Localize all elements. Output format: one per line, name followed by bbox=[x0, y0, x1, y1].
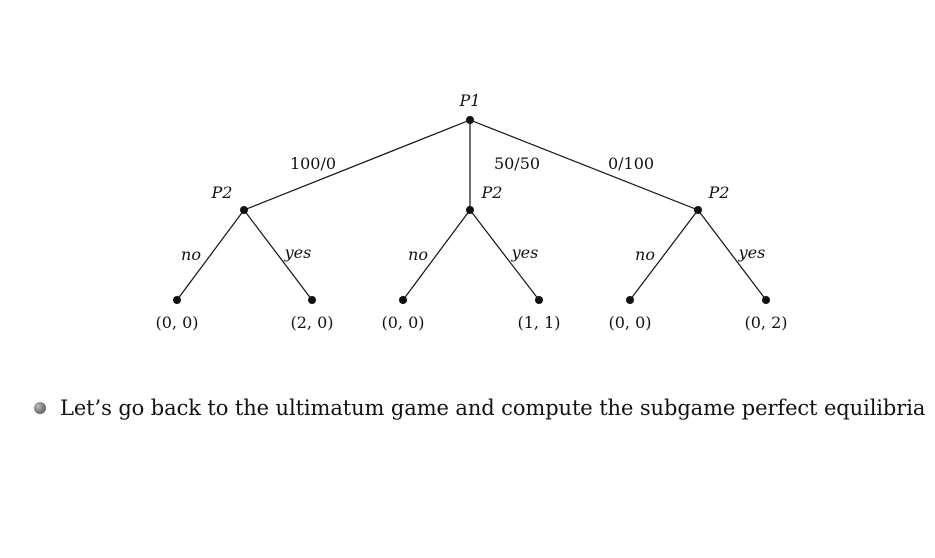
root-node bbox=[466, 116, 474, 124]
leaf-node-2-no bbox=[399, 296, 407, 304]
p2-label-2: P2 bbox=[481, 183, 503, 202]
payoff-label-2-yes: (1, 1) bbox=[517, 313, 560, 332]
response-label-3-no: no bbox=[635, 245, 655, 264]
game-tree-diagram: P1 100/0 50/50 0/100 P2 P2 P2 no yes no … bbox=[155, 91, 787, 332]
payoff-label-3-yes: (0, 2) bbox=[744, 313, 787, 332]
edge-3-yes bbox=[697, 209, 767, 301]
edge-2-no bbox=[402, 209, 471, 301]
offer-label-1: 100/0 bbox=[290, 154, 336, 173]
edge-1-yes bbox=[243, 209, 313, 301]
leaf-node-3-yes bbox=[762, 296, 770, 304]
bullet-item: Let’s go back to the ultimatum game and … bbox=[34, 396, 925, 420]
edge-2-yes bbox=[469, 209, 540, 301]
p2-label-1: P2 bbox=[211, 183, 233, 202]
payoff-label-1-yes: (2, 0) bbox=[290, 313, 333, 332]
leaf-node-1-yes bbox=[308, 296, 316, 304]
edge-offer-0-100 bbox=[469, 119, 699, 211]
response-label-1-yes: yes bbox=[284, 243, 312, 262]
p2-node-3 bbox=[694, 206, 702, 214]
bullet-text: Let’s go back to the ultimatum game and … bbox=[60, 396, 926, 420]
root-player-label: P1 bbox=[459, 91, 481, 110]
p2-label-3: P2 bbox=[708, 183, 730, 202]
leaf-node-3-no bbox=[626, 296, 634, 304]
p2-node-2 bbox=[466, 206, 474, 214]
offer-label-2: 50/50 bbox=[494, 154, 540, 173]
response-label-3-yes: yes bbox=[738, 243, 766, 262]
edge-offer-100-0 bbox=[243, 119, 471, 211]
payoff-label-2-no: (0, 0) bbox=[381, 313, 424, 332]
leaf-node-2-yes bbox=[535, 296, 543, 304]
offer-label-3: 0/100 bbox=[608, 154, 654, 173]
leaf-node-1-no bbox=[173, 296, 181, 304]
payoff-label-3-no: (0, 0) bbox=[608, 313, 651, 332]
response-label-2-yes: yes bbox=[511, 243, 539, 262]
edge-1-no bbox=[176, 209, 245, 301]
edge-3-no bbox=[629, 209, 699, 301]
p2-node-1 bbox=[240, 206, 248, 214]
payoff-label-1-no: (0, 0) bbox=[155, 313, 198, 332]
bullet-marker-icon bbox=[34, 402, 46, 414]
response-label-1-no: no bbox=[181, 245, 201, 264]
response-label-2-no: no bbox=[408, 245, 428, 264]
